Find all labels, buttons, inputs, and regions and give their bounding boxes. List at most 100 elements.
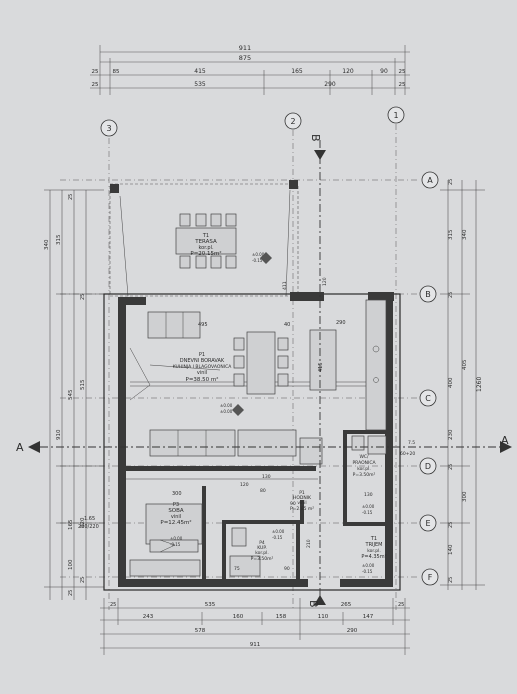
level-soba-0: ±0.00 <box>170 536 183 541</box>
room-praonica-line-2: kor.pl. <box>357 466 371 472</box>
top-dim-r3-2: 415 <box>194 68 206 75</box>
top-dim-r3-5: 90 <box>380 68 388 75</box>
left-dim-7: 165 <box>68 519 74 530</box>
level-trijem-0: ±0.00 <box>362 563 375 568</box>
top-dim-r3-1: 85 <box>113 69 120 75</box>
right-dim-1: 315 <box>448 229 454 240</box>
top-dim-r3-3: 165 <box>291 68 303 75</box>
room-dnevni-label: P1 DNEVNI BORAVAK KUHINJA I BLAGOVAONICA… <box>173 352 233 383</box>
top-dim-r4-0: 25 <box>92 82 99 88</box>
right-dim-11: 340 <box>462 229 468 240</box>
room-praonica-line-3: P=3.50m² <box>353 472 376 478</box>
bottom-dim-r3-0: 578 <box>195 628 206 634</box>
right-dim-10: 25 <box>448 577 454 583</box>
room-praonica-line-1: PRAONICA <box>352 460 376 466</box>
right-dim-3: 400 <box>448 377 454 388</box>
room-hodnik-line-1: HODNIK <box>293 495 312 501</box>
room-praonica-line-0: WC/ <box>359 454 369 460</box>
right-dim-7: 300 <box>462 491 468 502</box>
inner-dim-165: 1.65 <box>84 516 95 522</box>
room-kupaona-line-3: P=3.50m² <box>251 556 274 562</box>
bottom-dimension-lines: 25 535 265 25 243 160 158 110 147 578 29… <box>100 598 410 655</box>
left-dim-0: 340 <box>44 239 50 250</box>
level-trijem-1: -0.15 <box>362 569 373 574</box>
top-dim-r4-3: 25 <box>399 82 406 88</box>
inner-dim-90: 90 <box>290 501 296 507</box>
right-dim-9: 140 <box>448 544 454 555</box>
axis-label-c: C <box>425 394 431 403</box>
left-dim-8: 320 <box>80 517 86 528</box>
room-soba-line-3: P=12.45m² <box>160 519 191 526</box>
level-kup-1: -0.15 <box>272 535 283 540</box>
room-terasa-line-0: T1 <box>202 233 209 239</box>
room-trijem-label: T1 TRIJEM kor.pl. P=4.35m² <box>361 536 386 560</box>
bottom-dim-r2-4: 147 <box>363 614 374 620</box>
right-dim-2: 25 <box>448 292 454 298</box>
room-kupaona-line-1: KUP. <box>257 545 267 551</box>
inner-dim-300: 300 <box>172 491 182 497</box>
top-dim-r4-2: 290 <box>324 81 336 88</box>
inner-dim-495: 495 <box>198 322 208 328</box>
grid-axes-vertical: 3 2 1 <box>100 106 405 610</box>
room-trijem-line-1: TRIJEM <box>365 542 383 548</box>
right-dim-4: 230 <box>448 429 454 440</box>
room-dnevni-line-2: KUHINJA I BLAGOVAONICA <box>173 364 233 370</box>
axis-label-e: E <box>425 519 430 528</box>
top-dim-r3-4: 120 <box>342 68 354 75</box>
level-markers: ±0.00 -0.15 ±0.00 ±0.00 ±0.00 -0.15 ±0.0… <box>170 252 375 574</box>
room-hodnik-line-0: P1 <box>299 490 305 496</box>
bottom-dim-r4-0: 911 <box>250 642 261 648</box>
left-dim-6: 25 <box>80 294 86 300</box>
left-dim-11: 25 <box>68 590 74 596</box>
axis-label-3: 3 <box>106 124 111 133</box>
top-dim-r3-0: 25 <box>92 69 99 75</box>
building-walls <box>103 292 401 591</box>
inner-dim-kup-210: 210 <box>306 539 312 548</box>
right-dim-8: 25 <box>448 522 454 528</box>
inner-dim-220: 220/220 <box>78 524 99 530</box>
axis-label-a: A <box>427 176 433 185</box>
bottom-dim-r1-3: 25 <box>398 602 404 608</box>
bottom-dim-r1-1: 535 <box>205 602 216 608</box>
inner-dim-40: 40 <box>284 322 290 328</box>
bottom-dim-r2-3: 110 <box>318 614 329 620</box>
axis-label-2: 2 <box>290 117 295 126</box>
section-line-b: B B <box>307 134 326 608</box>
right-dim-5: 1260 <box>476 377 483 392</box>
section-mark-a-right: A <box>501 434 509 447</box>
axis-label-d: D <box>425 462 431 471</box>
bottom-dim-r1-0: 25 <box>110 602 116 608</box>
level-terasa-0: ±0.00 <box>252 252 265 257</box>
bottom-dim-r3-1: 290 <box>347 628 358 634</box>
inner-dim-290: 290 <box>336 320 346 326</box>
room-trijem-line-2: kor.pl. <box>367 548 381 554</box>
room-kupaona-line-2: kor.pl. <box>255 550 269 556</box>
room-hodnik-line-2: vinil <box>297 500 306 506</box>
bottom-dim-r2-2: 158 <box>276 614 287 620</box>
bottom-dim-r2-0: 243 <box>143 614 154 620</box>
section-mark-b-top: B <box>309 134 322 142</box>
top-dim-r3-6: 25 <box>399 69 406 75</box>
right-dim-6: 25 <box>448 464 454 470</box>
furniture <box>129 299 387 577</box>
room-kupaona-label: P4 KUP. kor.pl. P=3.50m² <box>251 540 274 562</box>
inner-dim-80: 80 <box>260 488 266 494</box>
inner-dim-kup-90: 90 <box>284 566 290 572</box>
right-dimension-lines: 25 315 25 400 230 1260 25 300 25 140 25 … <box>440 179 485 590</box>
axis-label-1: 1 <box>393 111 398 120</box>
right-dim-0: 25 <box>448 179 454 185</box>
room-soba-line-1: SOBA <box>168 508 184 514</box>
inner-dim-6020: 60+20 <box>400 451 415 457</box>
room-dnevni-line-3: vinil <box>197 370 207 376</box>
room-soba-line-0: P3 <box>173 502 179 508</box>
left-dim-1: 315 <box>56 234 62 245</box>
left-dim-10: 25 <box>80 577 86 583</box>
level-praonica-1: -0.15 <box>362 510 373 515</box>
inner-dim-75: 7.5 <box>408 440 415 446</box>
left-dim-5: 910 <box>56 429 62 440</box>
room-soba-line-2: vinil <box>171 514 181 520</box>
inner-dim-120: 120 <box>322 277 328 286</box>
level-kup-0: ±0.00 <box>272 529 285 534</box>
